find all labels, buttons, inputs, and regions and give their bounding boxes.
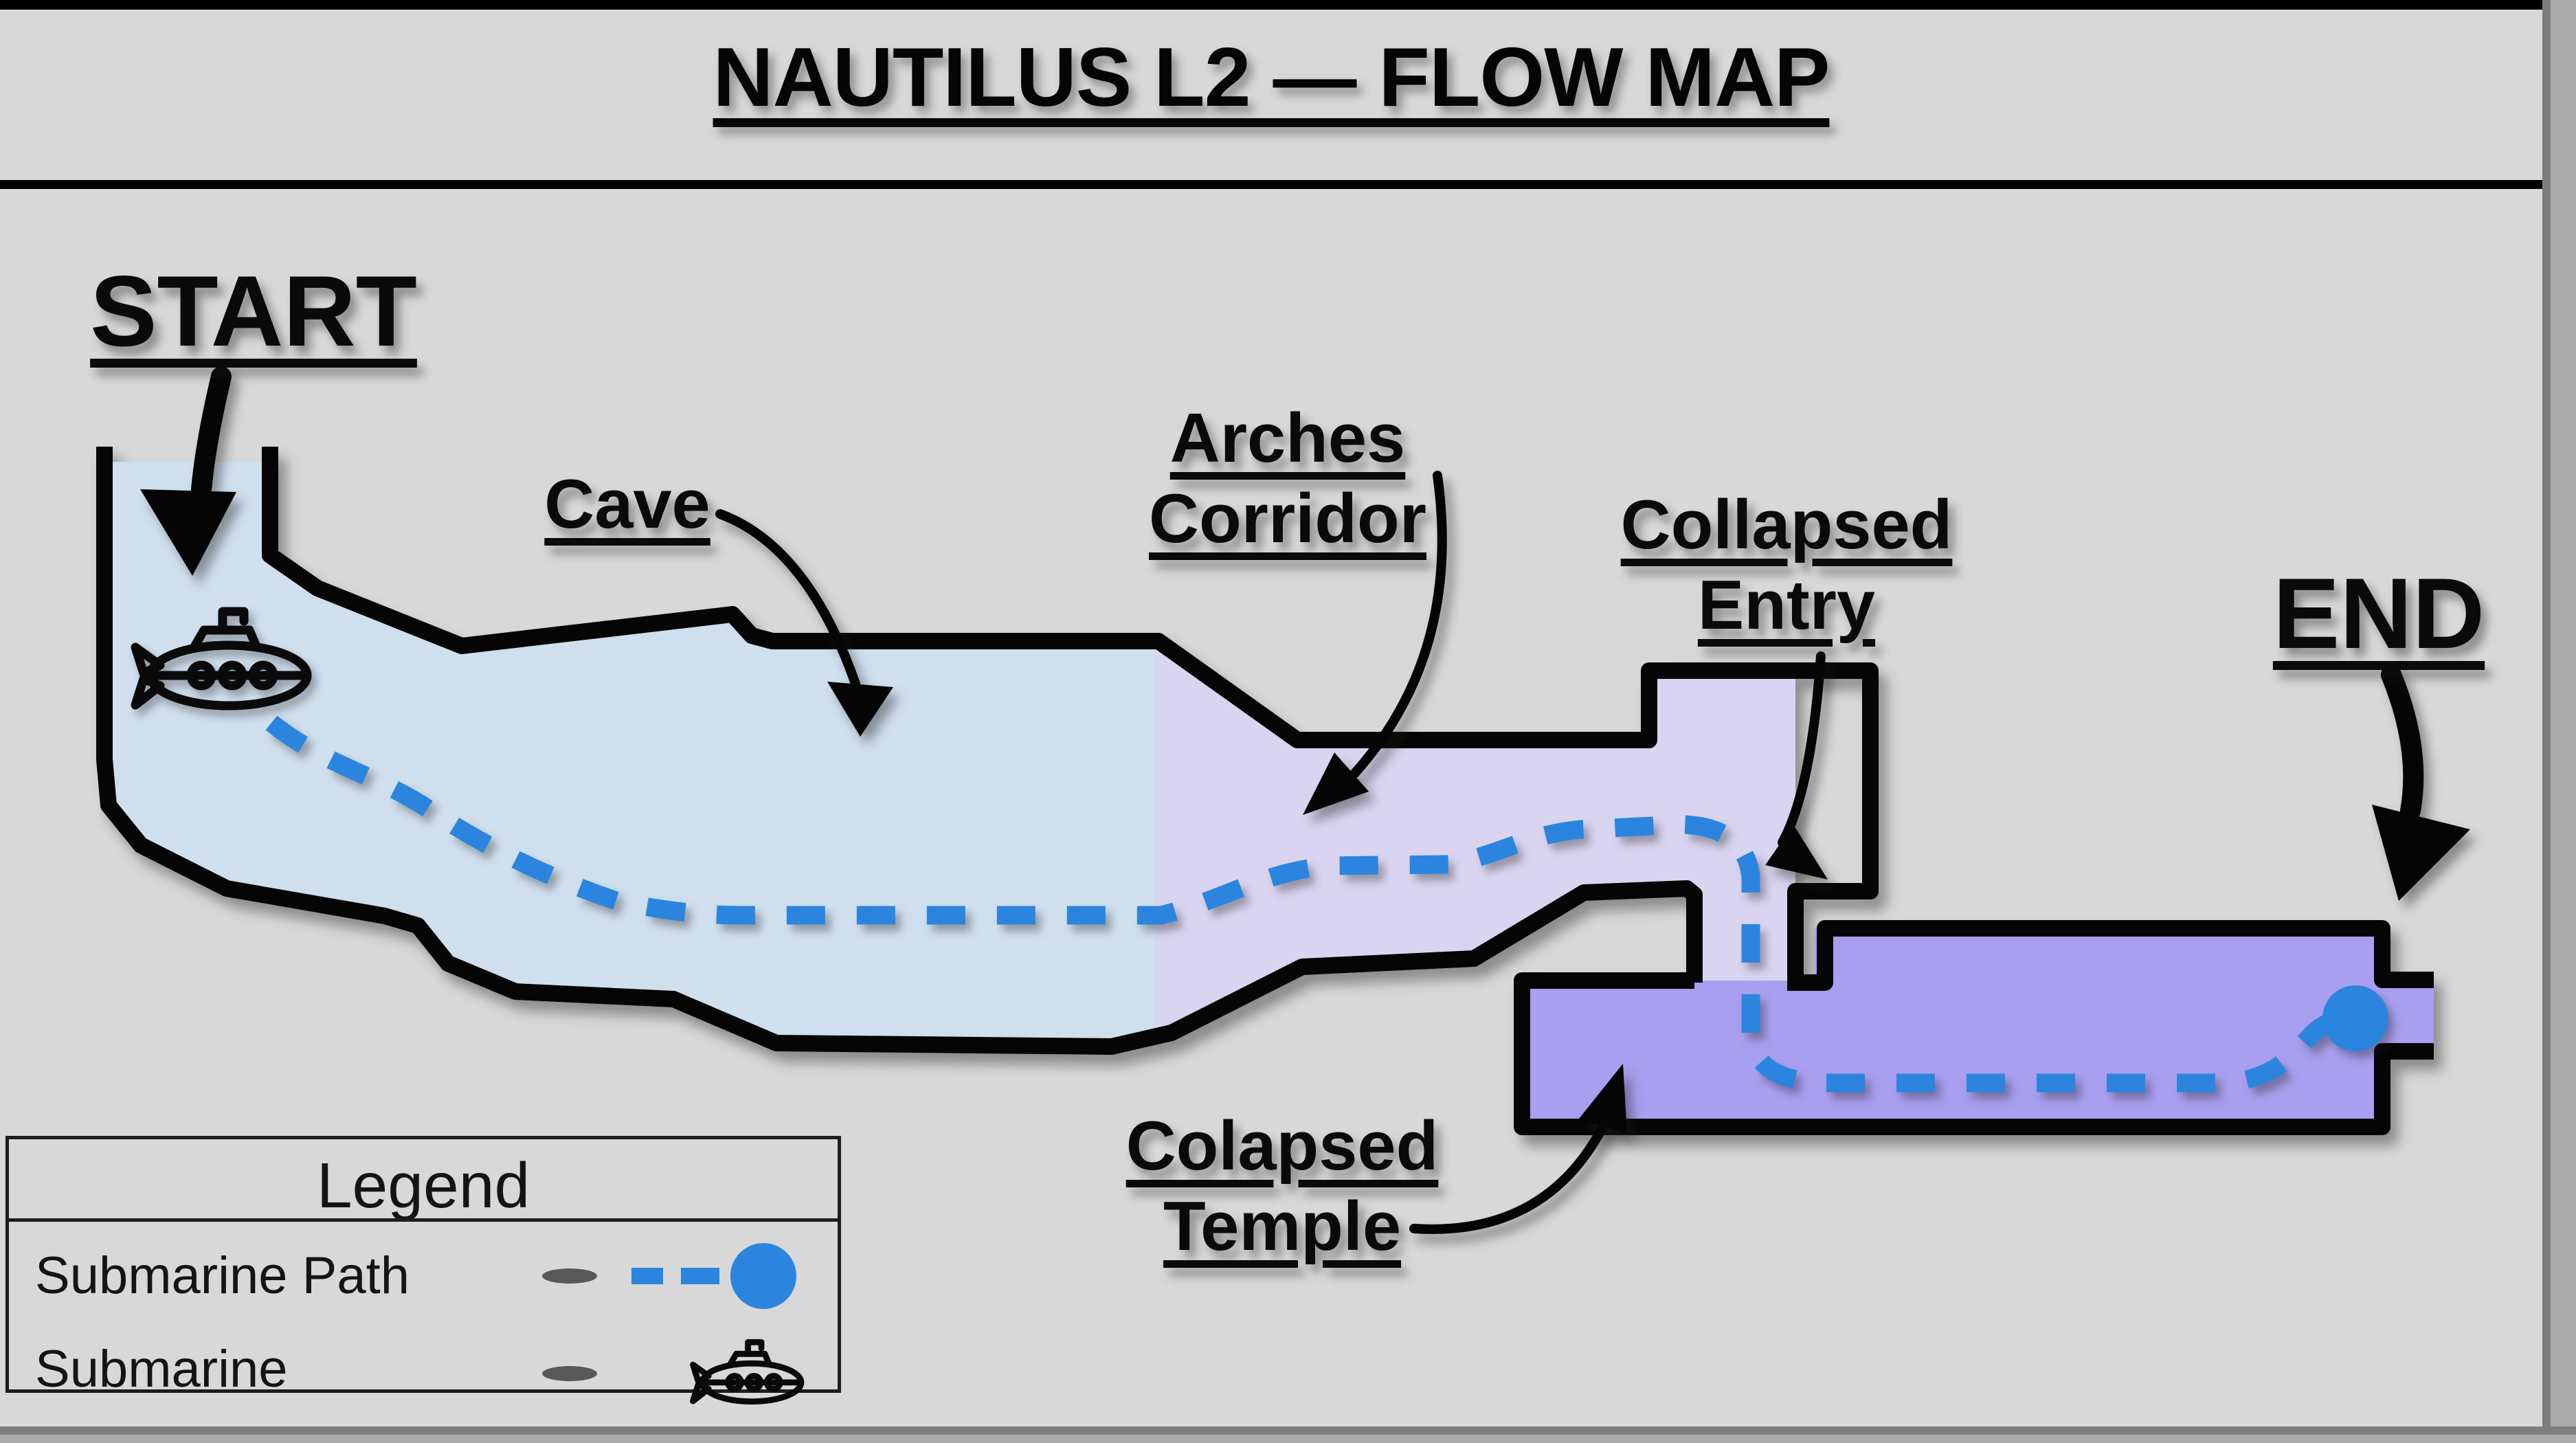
- temple-wall-upper: [1787, 920, 2434, 991]
- cave-wall-left-bottom: [96, 447, 1703, 1055]
- start-arrow-head: [140, 489, 236, 576]
- legend-item-submarine: Submarine: [35, 1334, 824, 1405]
- submarine-icon: [131, 607, 312, 711]
- submarine-icon-small: [542, 1339, 805, 1405]
- end-arrow-head: [2372, 805, 2470, 901]
- temple-arrow: [1409, 1126, 1606, 1234]
- right-scrollbar-edge[interactable]: [2542, 0, 2551, 1443]
- cave-label: Cave: [544, 466, 710, 543]
- arches-arrow: [1350, 471, 1447, 778]
- legend-item-label: Submarine Path: [35, 1246, 410, 1305]
- start-arrow: [191, 366, 232, 500]
- annotation-arrows: [140, 366, 2470, 1234]
- entry-arrow-head: [1765, 825, 1828, 880]
- end-label: END: [2272, 557, 2485, 669]
- entry-arrow: [1778, 651, 1826, 847]
- right-scrollbar-track[interactable]: [2551, 0, 2576, 1443]
- start-label: START: [90, 255, 417, 367]
- legend-box: Legend Submarine Path Submarine: [5, 1136, 841, 1405]
- top-border-bar: [0, 0, 2576, 10]
- temple-wall-lower: [1514, 972, 2434, 1135]
- page-title: NAUTILUS L2 — FLOW MAP: [713, 30, 1830, 124]
- collapsed-temple-region: [1522, 928, 2434, 1127]
- submarine-path-group: [265, 715, 2388, 1093]
- end-arrow: [2381, 664, 2424, 821]
- submarine-path: [265, 715, 2357, 1093]
- legend-divider: [5, 1218, 841, 1222]
- cave-arrow-head: [827, 682, 893, 737]
- temple-arrow-head: [1579, 1064, 1627, 1134]
- legend-item-submarine-path: Submarine Path: [35, 1240, 824, 1309]
- legend-title: Legend: [316, 1150, 530, 1221]
- dash-bullet-icon: [542, 1268, 597, 1284]
- legend-item-label: Submarine: [35, 1340, 288, 1398]
- title-separator: [0, 180, 2576, 189]
- submarine-path-icon: [542, 1243, 796, 1309]
- dash-bullet-icon: [542, 1366, 597, 1381]
- arches-arrow-head: [1303, 752, 1369, 815]
- bottom-scrollbar-edge[interactable]: [0, 1427, 2576, 1435]
- path-end-dot-icon: [730, 1243, 796, 1309]
- bottom-scrollbar-track[interactable]: [0, 1435, 2576, 1443]
- end-dot: [2322, 985, 2388, 1051]
- cave-arrow: [715, 509, 860, 689]
- cave-wall-right-ceiling: [262, 447, 1879, 983]
- map-regions: [96, 447, 2434, 1135]
